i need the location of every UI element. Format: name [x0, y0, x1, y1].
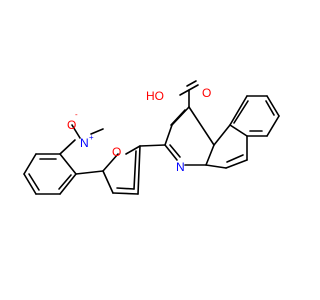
bond-nitro-o1: [90, 128, 104, 135]
bond-furan-c4-c3: [112, 192, 139, 195]
bond-c8-c7: [266, 115, 280, 137]
bond-phenyl-nitro: [59, 139, 76, 155]
bond-c10a-c10: [229, 95, 248, 126]
bond-phenyl-c6-c1-double: [58, 174, 72, 190]
bond-phenyl-c4-c5-double: [28, 173, 40, 191]
bond-cooh-c-oh: [179, 89, 190, 96]
furan-oxygen-label: O: [112, 145, 121, 159]
bond-c10a-c10-double: [233, 100, 249, 124]
bond-phenyl-c1-c2: [59, 153, 77, 175]
bond-furan-c3-c2: [137, 145, 141, 195]
bond-nitro-o2: [71, 124, 81, 139]
bond-c10b-c10a: [213, 124, 231, 146]
bond-c3-furan: [139, 144, 166, 147]
bond-phenyl-c3-c4: [23, 153, 37, 175]
bond-furan-c4-c3-double: [116, 187, 135, 190]
bond-furan-c2-o: [125, 145, 141, 155]
bond-c10b-c1: [188, 106, 215, 146]
carboxyl-oxygen-label: O: [202, 86, 211, 100]
bond-furan-c3-c2-double: [133, 150, 137, 190]
bond-c6-c5-double: [226, 154, 244, 163]
bond-furan-o-c5: [102, 153, 119, 172]
bond-c1-c2-double: [170, 109, 186, 126]
bond-c6a-c10a: [229, 124, 248, 137]
bond-cooh-c-o-double-a: [188, 84, 199, 91]
hydroxyl-label: HO: [146, 89, 164, 103]
nitro-oxygen-label: O: [67, 118, 76, 132]
bond-c5-phenyl: [75, 170, 104, 175]
nitro-oxygen-charge: -: [75, 110, 78, 119]
nitro-nitrogen-charge: +: [89, 133, 94, 142]
bond-c5-c4a: [205, 164, 227, 169]
bond-c3-n-double: [169, 144, 181, 158]
bond-layer: [23, 80, 280, 195]
bond-c4a-c10b: [205, 144, 215, 166]
bond-c6-c5: [225, 159, 248, 169]
bond-c9-c8: [266, 95, 280, 117]
bond-c3-n: [164, 144, 178, 161]
molecule-structure-diagram: HO O N O N + O -: [23, 80, 280, 195]
bond-cooh-c-o-double-b: [186, 80, 197, 87]
bond-c9-c8-double: [265, 100, 275, 116]
bond-phenyl-c6-c1: [59, 173, 77, 195]
bond-phenyl-c4-c5: [23, 173, 37, 195]
atom-label-layer: HO O N O N + O -: [67, 86, 211, 174]
bond-furan-c5-c4: [102, 170, 114, 194]
quinoline-nitrogen-label: N: [176, 160, 185, 174]
bond-c2-c3: [164, 124, 173, 146]
nitro-nitrogen-label: N: [80, 136, 89, 150]
